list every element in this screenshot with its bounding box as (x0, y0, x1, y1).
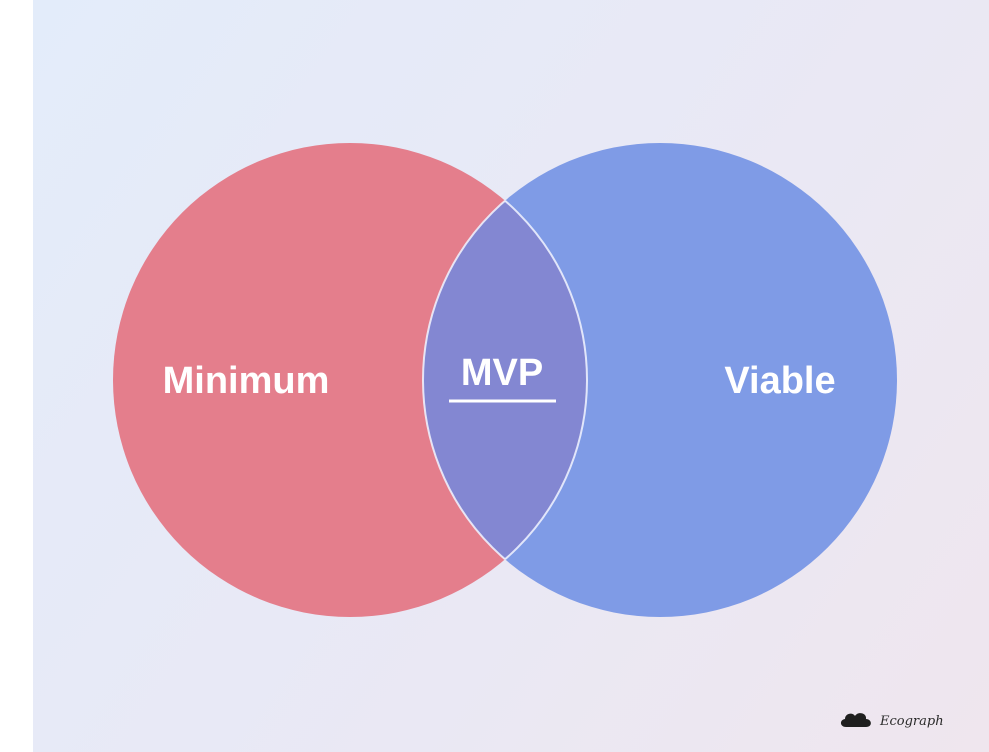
intersection-outline-left (423, 143, 588, 617)
set-minimum-label: Minimum (163, 360, 330, 402)
intersection-mvp-region (423, 143, 587, 617)
watermark-text: Ecograph (880, 713, 944, 729)
intersection-outline-right (422, 143, 587, 617)
set-viable-label: Viable (724, 360, 835, 402)
cloud-icon (840, 713, 871, 727)
intersection-mvp-label: MVP (461, 352, 543, 394)
left-margin (0, 0, 33, 752)
watermark: Ecograph (838, 706, 944, 736)
